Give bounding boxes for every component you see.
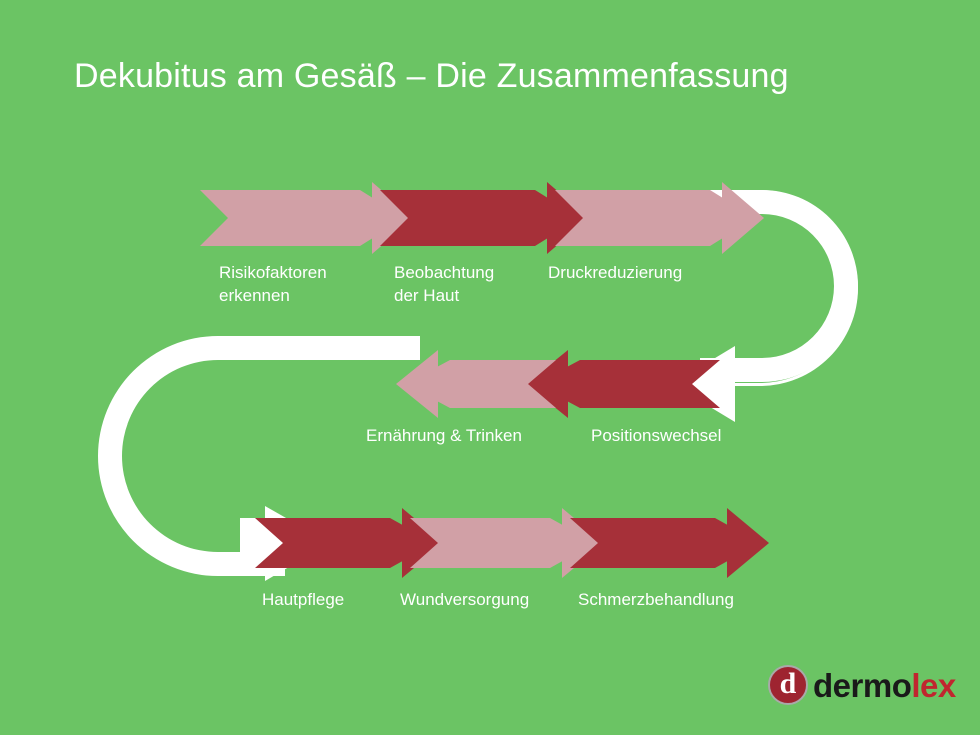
connector-right-u-turn <box>672 190 858 422</box>
flow-label-schmerzbehandlung: Schmerzbehandlung <box>578 590 734 609</box>
flow-label-wundversorgung: Wundversorgung <box>400 590 530 609</box>
flow-arrow-schmerzbehandlung-head <box>727 508 769 578</box>
dermolex-badge-icon: d <box>768 665 808 705</box>
flow-label-positionswechsel: Positionswechsel <box>591 426 722 445</box>
flow-label-druckreduzierung: Druckreduzierung <box>548 263 683 282</box>
dermolex-badge-letter: d <box>779 667 797 700</box>
flow-arrow-schmerzbehandlung[interactable] <box>570 518 760 568</box>
flow-row-3 <box>255 508 769 578</box>
page-title: Dekubitus am Gesäß – Die Zusammenfassung <box>74 57 789 95</box>
flow-arrow-druckreduzierung-head <box>722 182 764 254</box>
flow-arrow-beobachtung-head <box>547 182 589 254</box>
flow-arrow-wundversorgung[interactable] <box>410 518 595 568</box>
flow-arrow-positionswechsel[interactable] <box>535 360 720 408</box>
dermolex-wordmark-accent: lex <box>911 666 956 704</box>
flow-label-hautpflege: Hautpflege <box>262 590 345 609</box>
flow-label-risikofaktoren: Risikofaktoren erkennen <box>219 263 327 305</box>
flow-arrow-positionswechsel-head <box>526 350 568 418</box>
flow-arrow-ernaehrung-head <box>396 350 438 418</box>
flow-arrow-ernaehrung[interactable] <box>405 360 556 408</box>
flow-row-2 <box>396 350 720 418</box>
flow-arrow-druckreduzierung[interactable] <box>555 190 755 246</box>
flow-arrow-risikofaktoren-head <box>372 182 414 254</box>
flow-arrow-wundversorgung-head <box>562 508 604 578</box>
flow-label-ernaehrung: Ernährung & Trinken <box>366 426 522 445</box>
flow-arrow-beobachtung[interactable] <box>380 190 580 246</box>
dermolex-wordmark-primary: dermo <box>813 666 912 704</box>
flow-arrow-risikofaktoren[interactable] <box>200 190 405 246</box>
flow-label-beobachtung: Beobachtung der Haut <box>394 263 495 305</box>
flow-arrow-hautpflege[interactable] <box>255 518 435 568</box>
flow-arrow-hautpflege-head <box>402 508 444 578</box>
flow-row-1 <box>200 182 764 254</box>
